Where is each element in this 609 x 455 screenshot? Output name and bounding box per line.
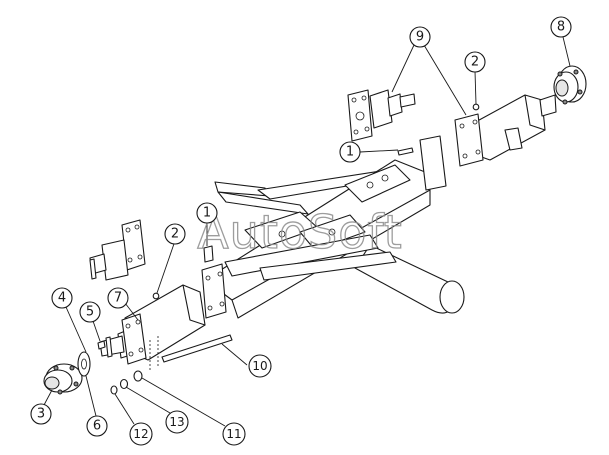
callout-label: 10	[252, 359, 267, 373]
left-hub	[43, 363, 83, 395]
washer	[77, 351, 91, 377]
callout-5: 5	[79, 301, 101, 323]
right-hub	[553, 65, 587, 105]
right-axle-tube	[454, 94, 557, 167]
hardware	[97, 103, 480, 395]
callout-label: 1	[346, 145, 354, 160]
autosoft-watermark: AutoSoft	[197, 205, 403, 259]
callout-1-lower: 1	[196, 202, 218, 224]
callout-11: 11	[222, 422, 246, 446]
callout-10: 10	[248, 354, 272, 378]
callout-2-upper: 2	[464, 51, 486, 73]
callout-label: 4	[58, 291, 66, 306]
callout-7: 7	[107, 287, 129, 309]
callout-1-upper: 1	[339, 141, 361, 163]
frame-assembly	[201, 135, 465, 319]
callout-label: 7	[114, 291, 122, 306]
callout-12: 12	[129, 422, 153, 446]
callout-label: 8	[557, 20, 565, 35]
callout-label: 2	[171, 227, 179, 242]
callout-2-lower: 2	[164, 223, 186, 245]
callout-label: 1	[203, 206, 211, 221]
callout-label: 12	[133, 427, 148, 441]
callout-label: 5	[86, 305, 94, 320]
callout-label: 3	[37, 407, 45, 422]
callout-label: 9	[416, 30, 424, 45]
left-axle-tube	[99, 284, 206, 372]
callout-label: 11	[226, 427, 241, 441]
callout-8: 8	[550, 16, 572, 38]
callout-9: 9	[409, 26, 431, 48]
callout-13: 13	[165, 410, 189, 434]
callout-label: 6	[93, 419, 101, 434]
callout-6: 6	[86, 415, 108, 437]
callout-label: 2	[471, 55, 479, 70]
callout-label: 13	[169, 415, 184, 429]
callout-3: 3	[30, 403, 52, 425]
callout-4: 4	[51, 287, 73, 309]
lower-spindle-assembly	[89, 219, 146, 281]
leader-lines	[43, 36, 571, 427]
upper-spindle-assembly	[347, 89, 416, 142]
